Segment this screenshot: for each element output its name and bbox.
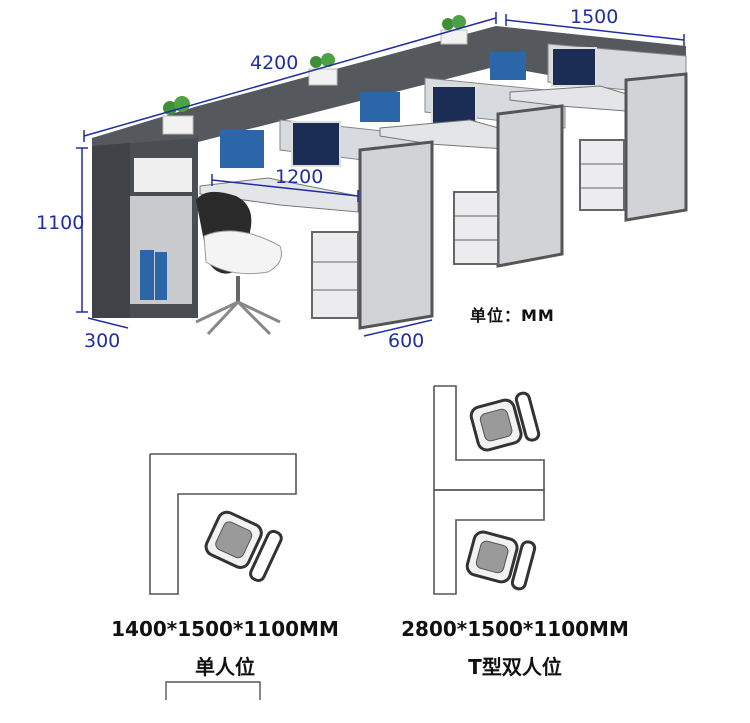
dimension-lines	[76, 12, 685, 337]
workstation-illustration	[76, 12, 688, 337]
dimension-desk-width: 1200	[275, 166, 324, 188]
monitor-icon	[291, 47, 597, 167]
t-type-size: 2800*1500*1100MM	[401, 617, 629, 641]
single-seat-size: 1400*1500*1100MM	[111, 617, 339, 641]
chair-icon	[465, 530, 537, 591]
dimension-cabinet-depth: 300	[84, 330, 121, 352]
t-type-name: T型双人位	[468, 655, 562, 679]
unit-note: 单位：MM	[470, 306, 555, 325]
binders	[220, 52, 526, 168]
back-cabinet	[92, 26, 686, 318]
plant-icon	[162, 15, 468, 135]
side-panels	[358, 72, 688, 330]
chair-icon	[469, 391, 541, 452]
dimension-height: 1100	[36, 212, 85, 234]
dimension-total-length: 4200	[250, 52, 299, 74]
t-type-floorplan	[433, 385, 545, 595]
single-seat-name: 单人位	[195, 655, 255, 679]
dimension-unit-width: 1500	[570, 6, 619, 28]
desk-tops	[199, 85, 641, 213]
dimension-desk-depth: 600	[388, 330, 425, 352]
single-seat-floorplan	[149, 385, 545, 700]
drawer-pedestal	[311, 139, 625, 319]
chair-icon	[204, 510, 283, 582]
office-chair-icon	[195, 191, 282, 336]
